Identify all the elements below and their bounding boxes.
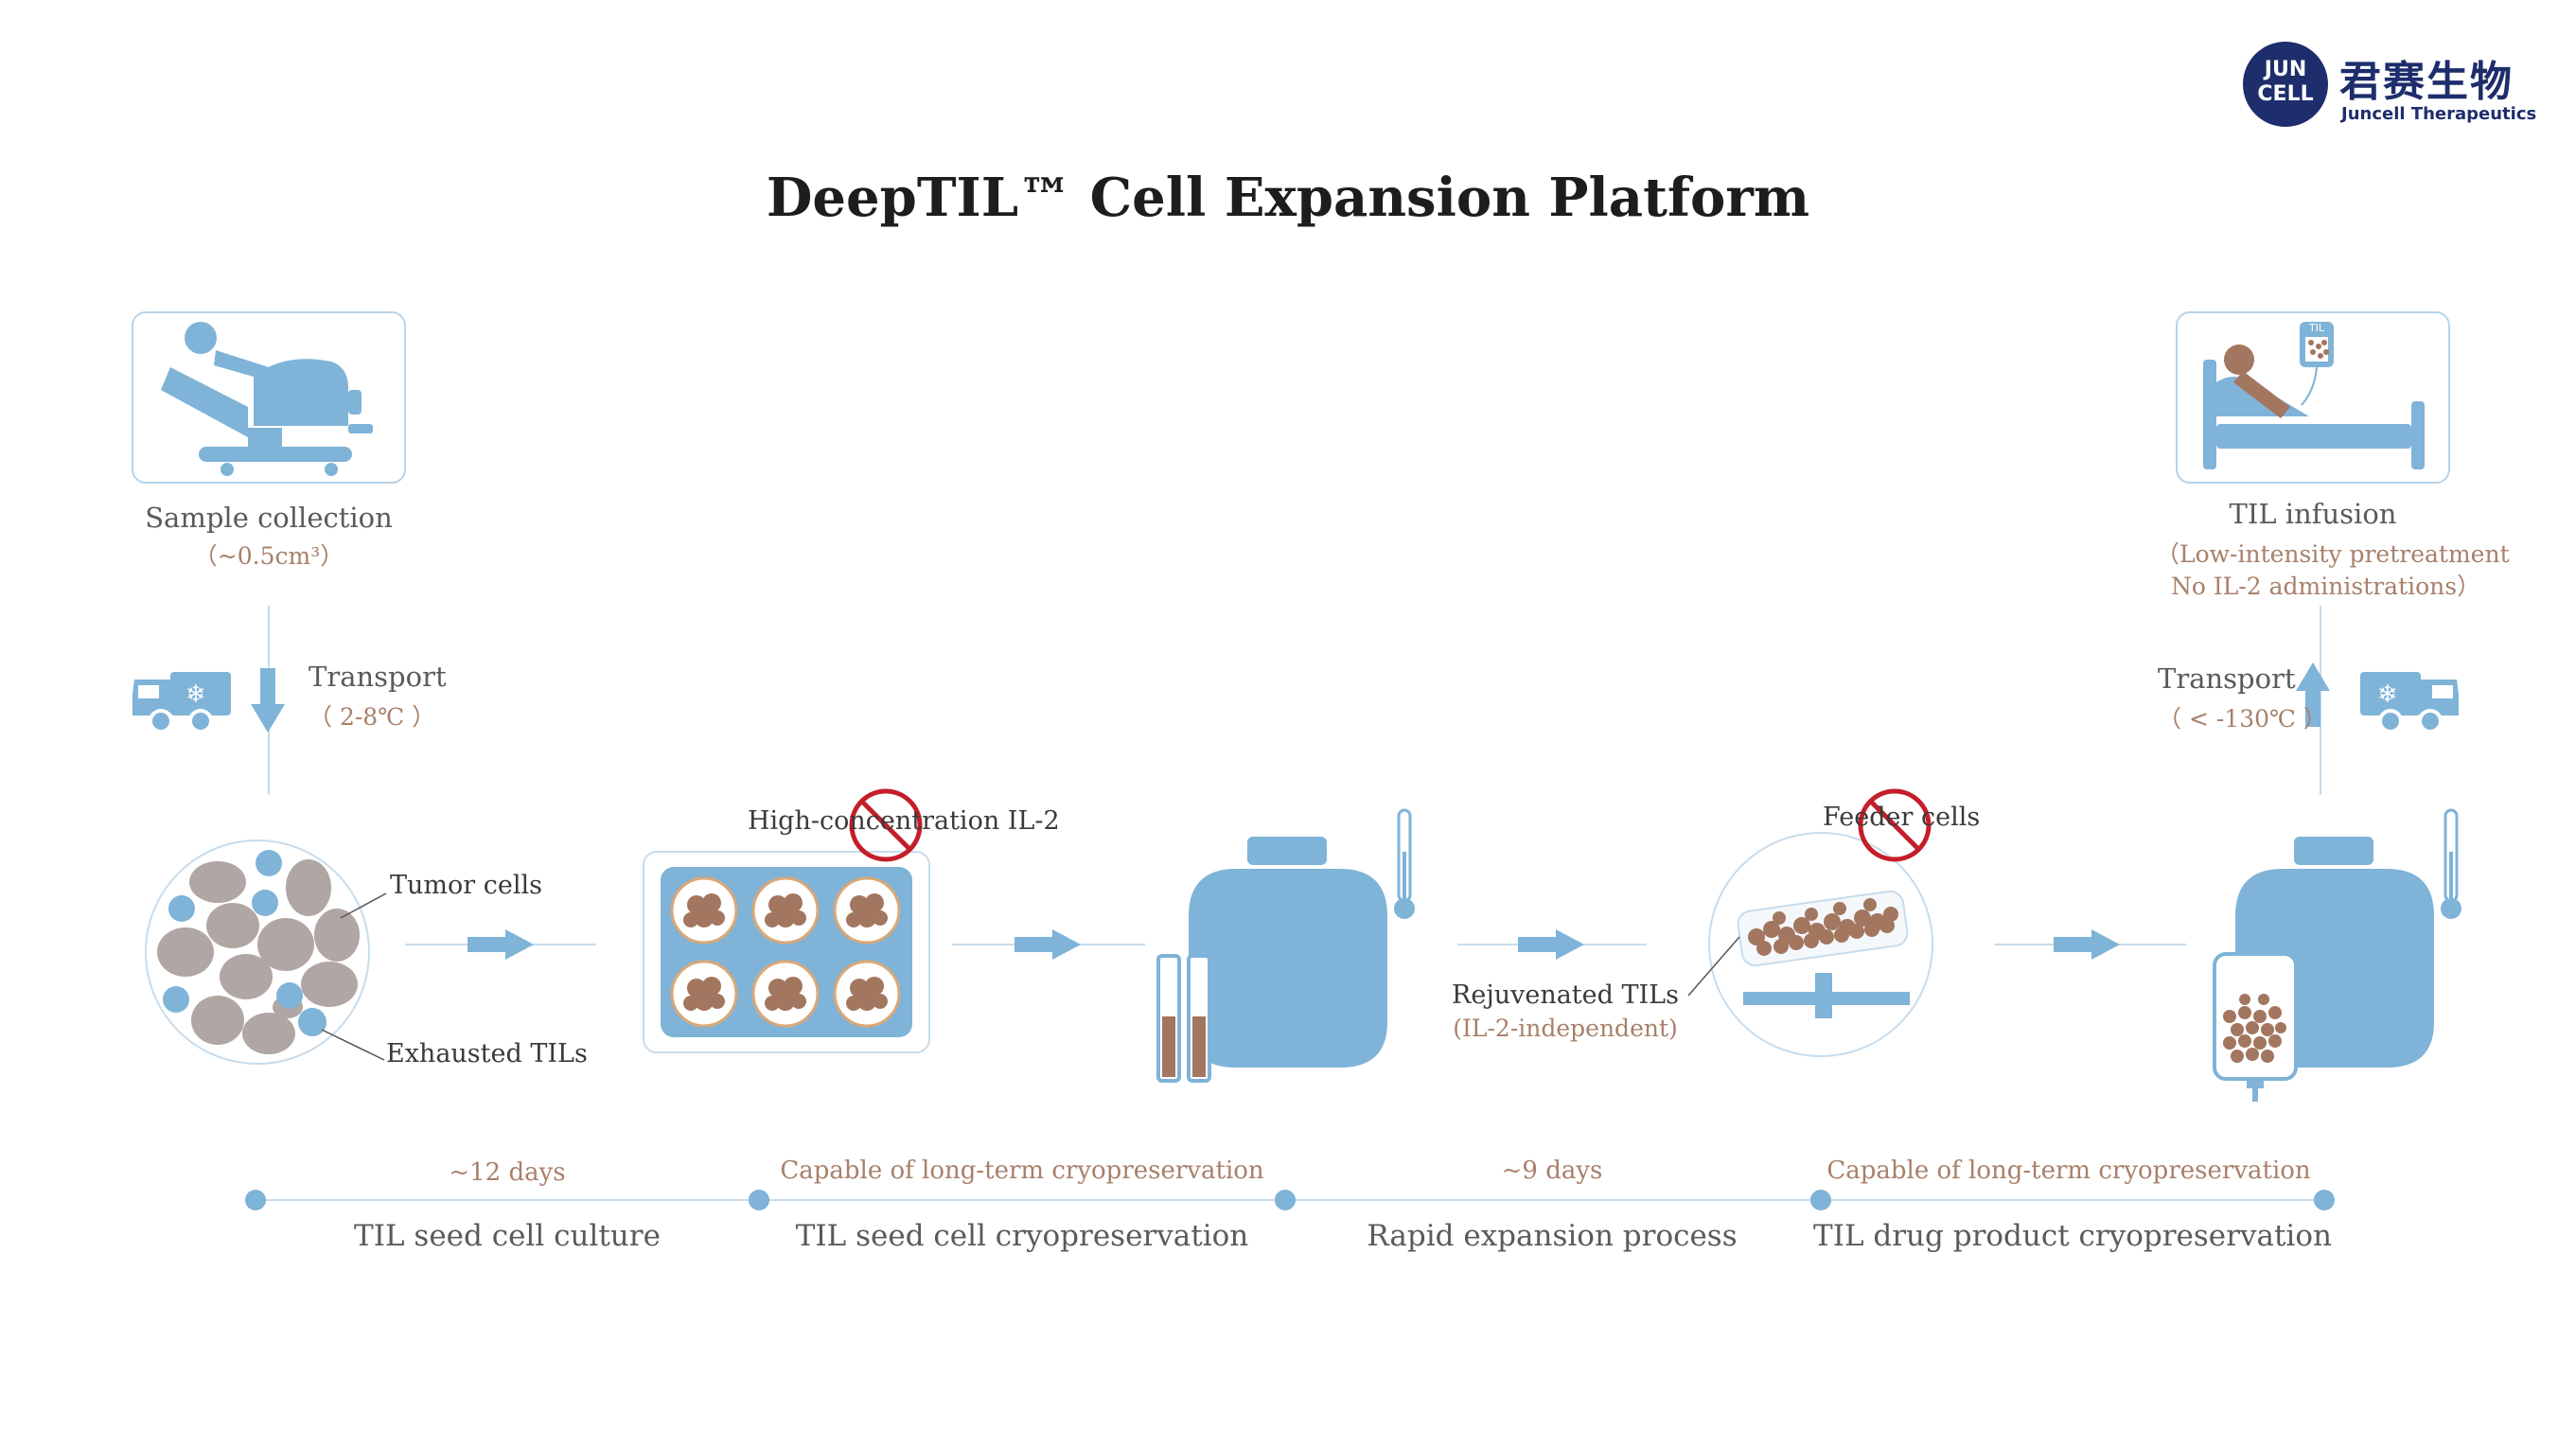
tumor-cells-label: Tumor cells bbox=[390, 871, 542, 900]
til-infusion-icon bbox=[2176, 311, 2450, 484]
timeline-sub-4: Capable of long-term cryopreservation bbox=[1826, 1157, 2311, 1185]
timeline-sub-3: ~9 days bbox=[1501, 1157, 1603, 1185]
culture-plate-illustration bbox=[643, 851, 930, 1053]
svg-text:❄: ❄ bbox=[185, 680, 206, 709]
page-title: DeepTIL™ Cell Expansion Platform bbox=[766, 167, 1810, 229]
til-infusion-sub-2: No IL-2 administrations） bbox=[2171, 573, 2481, 600]
transport-in-sub: （ 2-8℃ ） bbox=[309, 703, 436, 731]
logo-name-en: Juncell Therapeutics bbox=[2341, 104, 2537, 124]
tumor-sample-illustration bbox=[145, 839, 387, 1065]
cryo-storage-tank-icon-2 bbox=[2213, 808, 2461, 1102]
flow-arrow-1 bbox=[405, 929, 596, 960]
sample-collection-icon bbox=[132, 311, 406, 484]
til-infusion-label: TIL infusion bbox=[2229, 498, 2397, 530]
transport-out-label: Transport bbox=[2158, 662, 2296, 695]
logo-badge bbox=[2243, 42, 2328, 127]
exhausted-tils-label: Exhausted TILs bbox=[386, 1039, 588, 1068]
transport-truck-icon-out: ❄ bbox=[2320, 606, 2459, 795]
timeline-sub-1: ~12 days bbox=[449, 1158, 566, 1187]
rejuvenated-tils-sub: (IL-2-independent) bbox=[1453, 1015, 1678, 1042]
til-infusion-sub-1: （Low-intensity pretreatment bbox=[2156, 540, 2510, 568]
prohibited-icon-feeder bbox=[1858, 788, 1932, 862]
il2-label: High-concentration IL-2 bbox=[748, 806, 1060, 836]
feeder-cells-label: Feeder cells bbox=[1823, 803, 1981, 832]
rejuvenated-tils-illustration bbox=[1687, 832, 1933, 1057]
sample-collection-label: Sample collection bbox=[145, 502, 393, 534]
timeline-label-4: TIL drug product cryopreservation bbox=[1813, 1219, 2332, 1253]
sample-collection-sub: （~0.5cm³） bbox=[193, 542, 344, 570]
logo-name-cn: 君赛生物 bbox=[2339, 58, 2514, 106]
flow-arrow-2 bbox=[952, 929, 1145, 960]
til-bag-label: TIL bbox=[2308, 322, 2325, 334]
svg-text:❄: ❄ bbox=[2377, 680, 2398, 709]
logo-badge-text-bottom: CELL bbox=[2257, 82, 2314, 106]
timeline-label-3: Rapid expansion process bbox=[1367, 1219, 1738, 1253]
timeline-sub-2: Capable of long-term cryopreservation bbox=[780, 1157, 1264, 1185]
transport-in-label: Transport bbox=[309, 661, 447, 693]
cryo-storage-tank-icon-1 bbox=[1156, 808, 1415, 1083]
arrow-down-icon bbox=[251, 668, 285, 733]
logo-badge-text-top: JUN bbox=[2264, 58, 2307, 81]
flow-arrow-4 bbox=[1995, 929, 2186, 960]
timeline-label-1: TIL seed cell culture bbox=[354, 1219, 661, 1253]
timeline-label-2: TIL seed cell cryopreservation bbox=[795, 1219, 1249, 1253]
flow-arrow-3 bbox=[1457, 929, 1647, 960]
transport-out-sub: （ < -130℃ ） bbox=[2158, 705, 2327, 733]
transport-truck-icon-in: ❄ bbox=[132, 606, 270, 795]
company-logo: JUN CELL 君赛生物 Juncell Therapeutics bbox=[2243, 42, 2546, 136]
timeline-track bbox=[245, 1190, 2335, 1210]
arrow-up-icon bbox=[2296, 662, 2330, 727]
prohibited-icon-il2 bbox=[849, 788, 923, 862]
rejuvenated-tils-label: Rejuvenated TILs bbox=[1452, 980, 1679, 1010]
